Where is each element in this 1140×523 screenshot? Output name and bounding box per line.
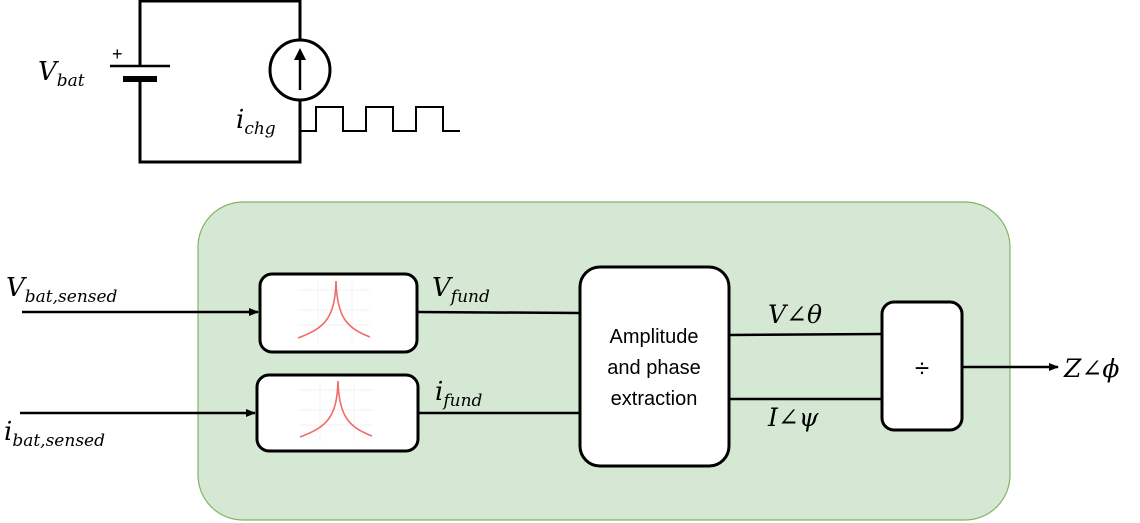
plus-sign: + — [112, 44, 123, 64]
square-wave-icon — [300, 106, 460, 132]
divide-icon: ÷ — [915, 353, 929, 383]
voltage-phasor-wire — [728, 332, 883, 337]
input-current-label: ibat,sensed — [4, 417, 105, 451]
divider-block: ÷ — [880, 300, 964, 432]
current-bandpass-filter — [255, 373, 420, 453]
voltage-bandpass-filter — [258, 272, 419, 354]
input-voltage-label: Vbat,sensed — [6, 273, 118, 307]
svg-text:extraction: extraction — [611, 388, 698, 410]
bandpass-response-icon — [299, 380, 373, 438]
vfund-wire — [416, 310, 581, 315]
current-source-icon — [268, 38, 332, 102]
voltage-phasor-label: V∠θ — [768, 300, 822, 329]
source-label: ichg — [236, 105, 276, 139]
current-phasor-label: I∠ψ — [767, 403, 819, 432]
amplitude-phase-extraction-block: Amplitude and phase extraction — [578, 265, 731, 468]
impedance-output-label: Z∠ϕ — [1063, 354, 1119, 383]
svg-text:and phase: and phase — [607, 357, 700, 379]
charging-circuit: + Vbat ichg — [38, 0, 460, 164]
bandpass-response-icon — [297, 280, 371, 339]
ifund-label: ifund — [435, 377, 483, 411]
svg-text:Amplitude: Amplitude — [610, 326, 699, 348]
vfund-label: Vfund — [432, 273, 490, 307]
battery-icon — [110, 64, 170, 82]
battery-label: Vbat — [38, 57, 85, 91]
